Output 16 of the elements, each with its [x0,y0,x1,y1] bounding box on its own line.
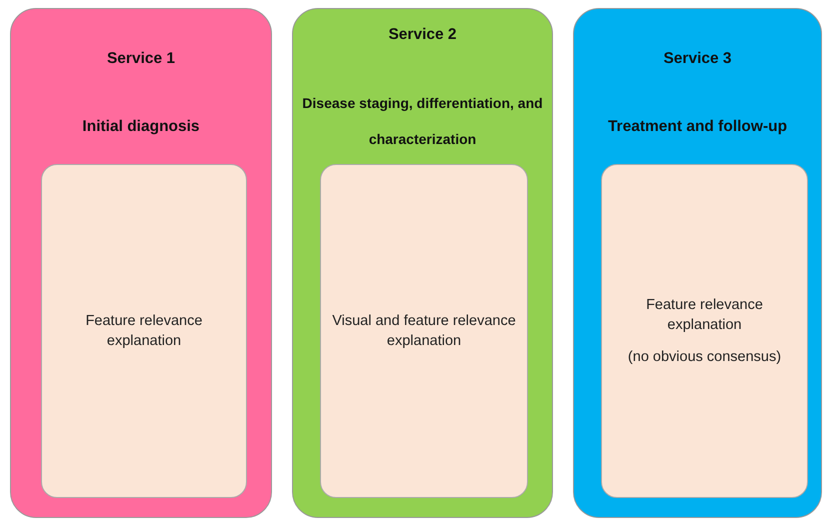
explanation-box [601,164,808,498]
service-subtitle: Initial diagnosis [81,117,201,137]
service-title: Service 2 [387,25,458,45]
explanation-text: Visual and feature relevance explanation [331,312,517,351]
service-panel [573,8,822,518]
explanation-box [320,164,528,498]
service-title: Service 1 [106,49,176,69]
service-panel [292,8,553,518]
explanation-box [41,164,247,498]
explanation-text: Feature relevance explanation [84,312,204,351]
service-panel [10,8,272,518]
service-subtitle: Disease staging, differentiation, and characterization [301,94,544,149]
explanation-text: Feature relevance explanation [645,296,764,335]
note-text: (no obvious consensus) [628,348,782,368]
service-title: Service 3 [662,49,733,69]
service-subtitle: Treatment and follow-up [606,117,788,137]
